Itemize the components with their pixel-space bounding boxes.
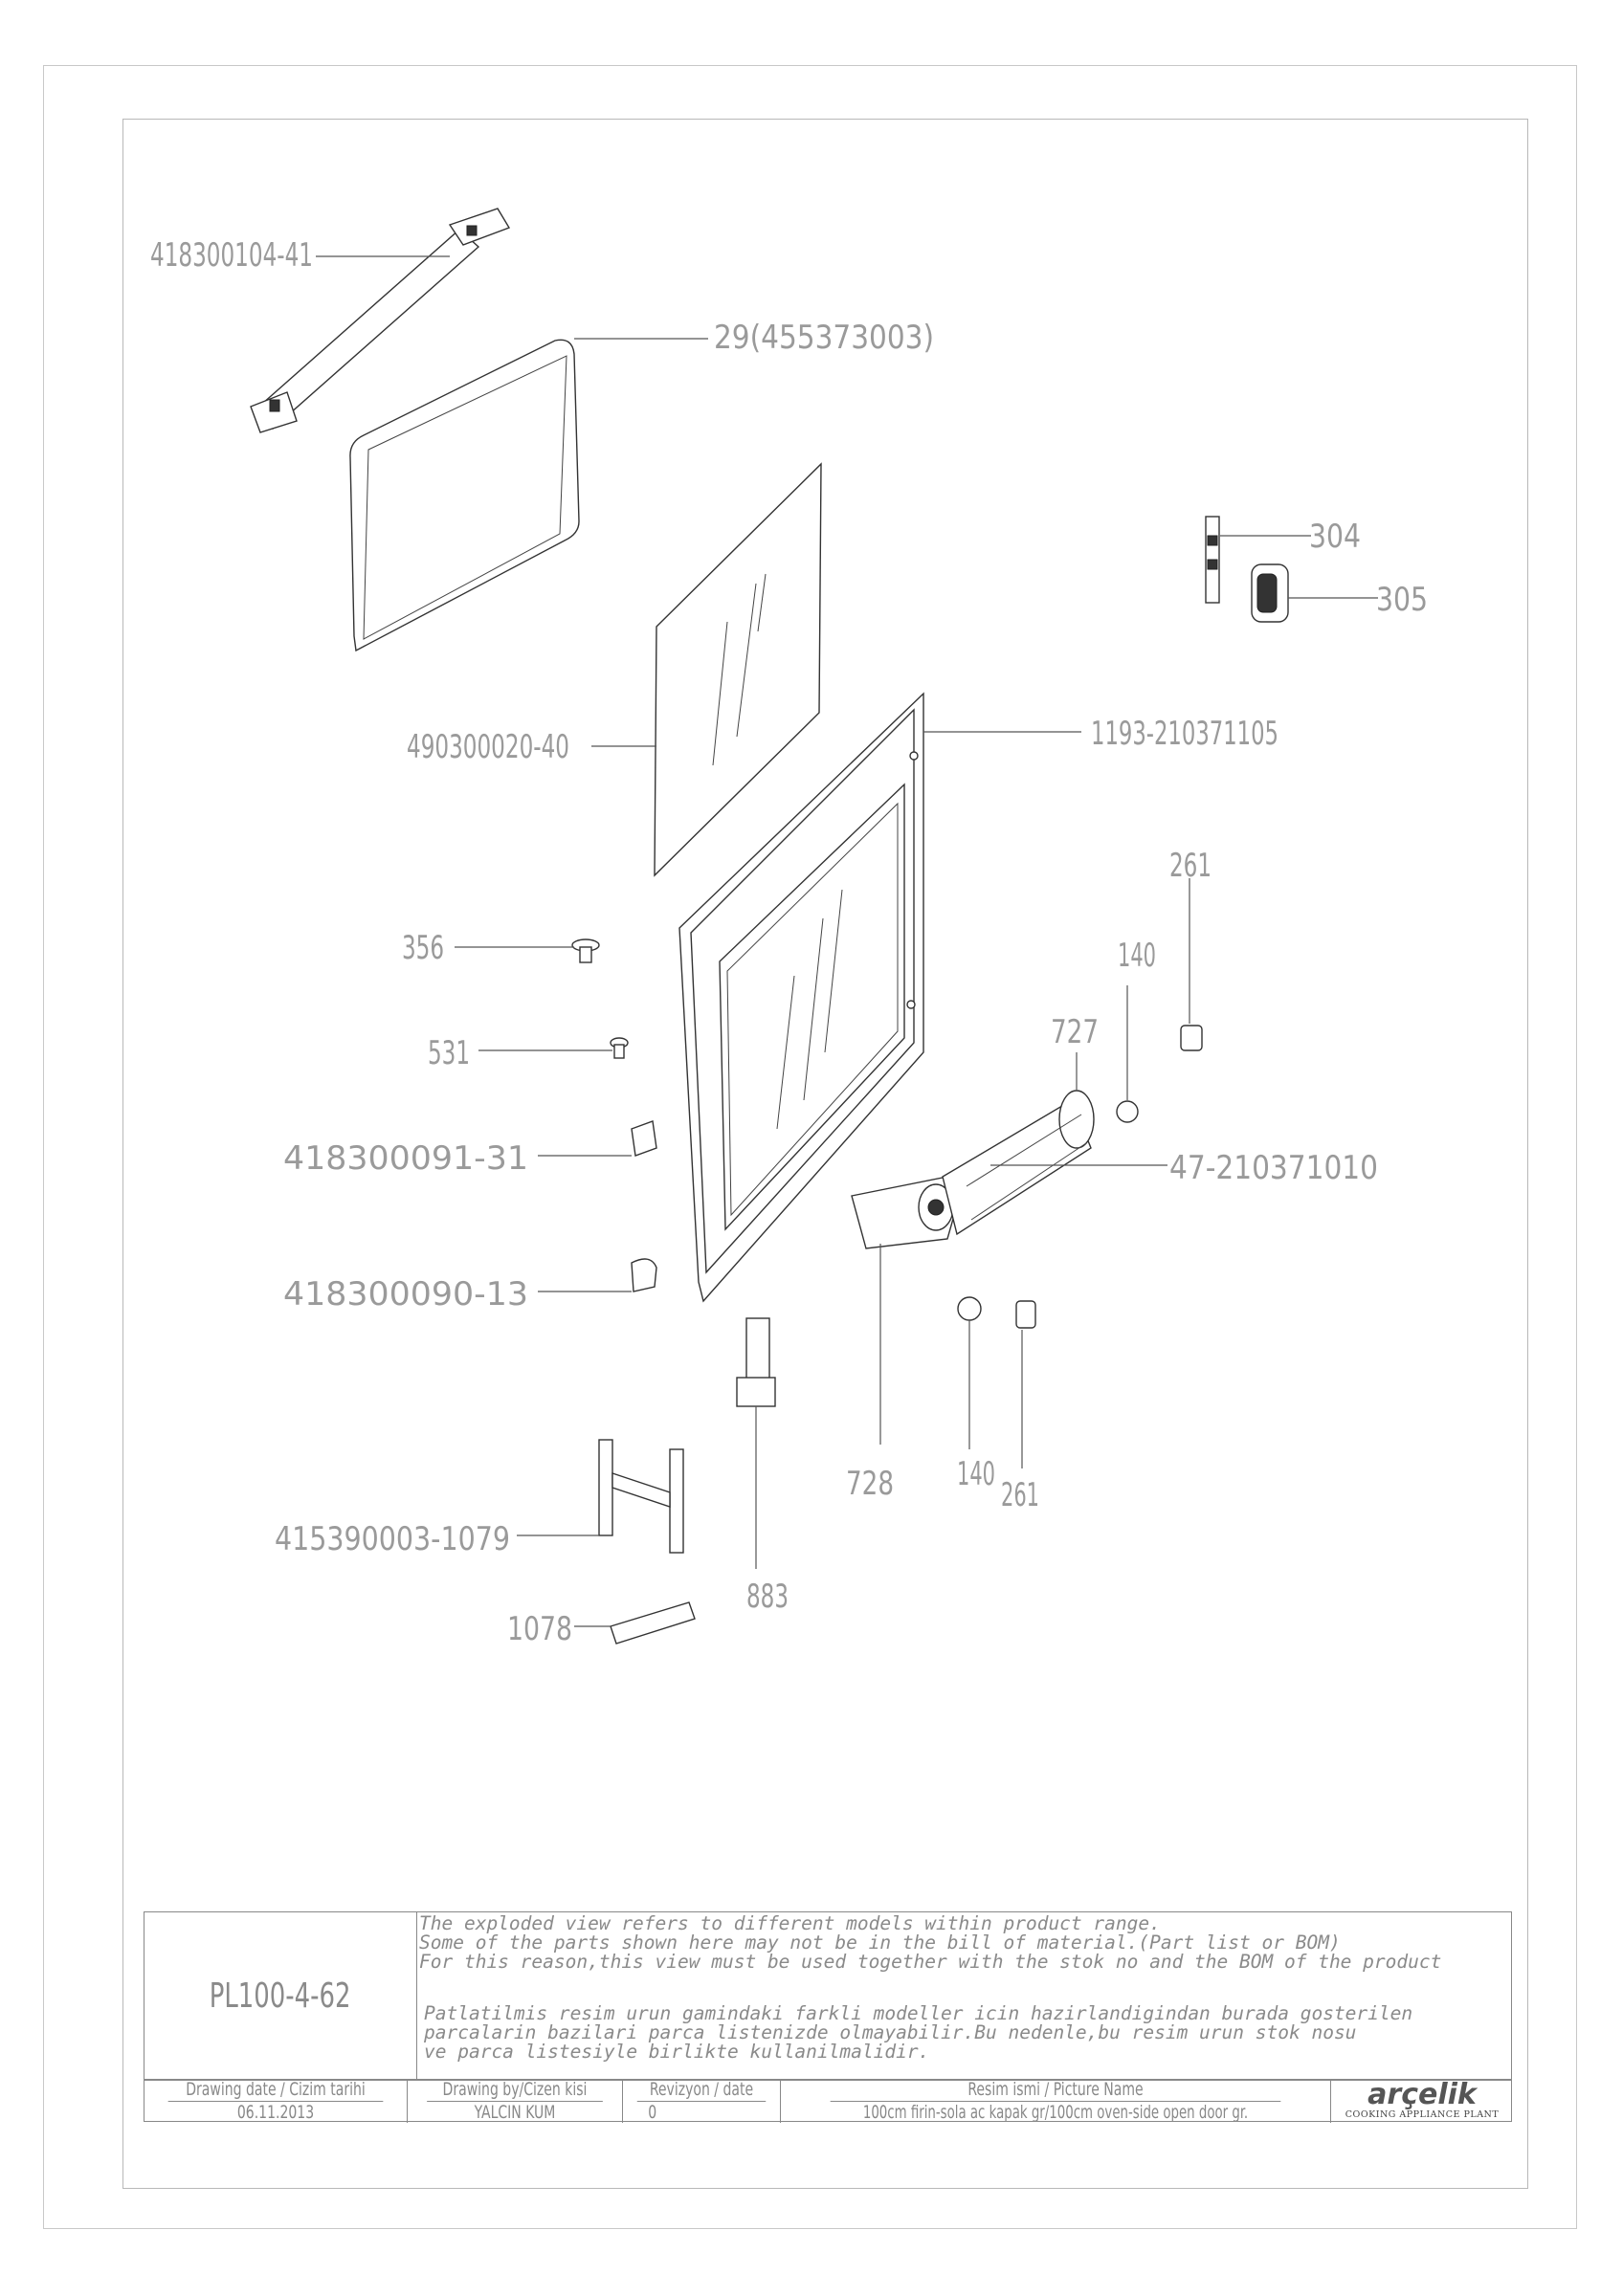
callout-883: 883 — [746, 1578, 789, 1616]
part-handle — [851, 1090, 1095, 1249]
part-305 — [1251, 563, 1289, 623]
callout-531: 531 — [428, 1034, 470, 1072]
part-418300090-13 — [631, 1258, 657, 1292]
part-261-top — [1180, 1025, 1203, 1051]
logo-brand: arçelik — [1367, 2078, 1477, 2111]
logo-subtitle: COOKING APPLIANCE PLANT — [1345, 2109, 1500, 2120]
part-140-top — [1116, 1100, 1139, 1123]
callout-728: 728 — [846, 1465, 894, 1503]
callout-304: 304 — [1309, 518, 1361, 556]
part-304 — [1205, 516, 1220, 604]
part-door-frame — [678, 692, 924, 1303]
callout-418300090-13: 418300090-13 — [283, 1275, 528, 1314]
part-glass — [654, 462, 822, 877]
part-261-bottom — [1015, 1300, 1036, 1329]
note-tr-line: parcalarin bazilari parca listenizde olm… — [424, 2021, 1357, 2043]
drawing-outer-border — [43, 65, 1577, 2229]
part-356 — [571, 938, 600, 963]
callout-261-bottom: 261 — [1001, 1476, 1039, 1514]
callout-418300091-31: 418300091-31 — [283, 1139, 528, 1178]
leader-lines — [316, 255, 1378, 1627]
part-gasket — [349, 339, 580, 652]
callout-1078: 1078 — [507, 1610, 572, 1648]
date-cell: Drawing date / Cizim tarihi 06.11.2013 — [145, 2079, 408, 2123]
callout-356: 356 — [402, 929, 444, 967]
date-header: Drawing date / Cizim tarihi — [167, 2079, 384, 2102]
drawn-by-value: YALCIN KUM — [474, 2102, 556, 2123]
part-415390003-1079 — [598, 1439, 684, 1554]
part-418300091-31 — [631, 1120, 657, 1157]
revision-header: Revizyon / date — [636, 2079, 767, 2102]
callout-261-top: 261 — [1169, 847, 1212, 885]
callout-418300104-41: 418300104-41 — [150, 236, 313, 275]
note-tr-line: ve parca listesiyle birlikte kullanilmal… — [424, 2041, 930, 2063]
note-english: The exploded view refers to different mo… — [419, 1914, 1510, 1972]
revision-value: 0 — [648, 2102, 657, 2123]
callout-29: 29(455373003) — [714, 319, 934, 357]
note-en-line: For this reason,this view must be used t… — [419, 1951, 1442, 1973]
callout-305: 305 — [1376, 581, 1428, 619]
part-531 — [610, 1037, 629, 1059]
note-en-line: Some of the parts shown here may not be … — [419, 1932, 1341, 1954]
part-883 — [736, 1317, 776, 1407]
date-value: 06.11.2013 — [236, 2102, 315, 2123]
callout-140-top: 140 — [1118, 937, 1156, 975]
drawing-inner-border — [122, 119, 1528, 2189]
drawn-by-header: Drawing by/Cizen kisi — [427, 2079, 603, 2102]
callout-labels: 418300104-41 29(455373003) 304 305 49030… — [150, 236, 1428, 1648]
picture-name-cell: Resim ismi / Picture Name 100cm firin-so… — [781, 2079, 1331, 2123]
title-block-divider — [145, 2079, 1511, 2081]
part-1078 — [610, 1601, 696, 1645]
drawing-code: PL100-4-62 — [210, 1976, 351, 2016]
callout-47-210371010: 47-210371010 — [1169, 1149, 1378, 1187]
note-en-line: The exploded view refers to different mo… — [419, 1912, 1161, 1934]
picture-name-value: 100cm firin-sola ac kapak gr/100cm oven-… — [862, 2102, 1249, 2123]
picture-name-header: Resim ismi / Picture Name — [830, 2079, 1281, 2102]
arcelik-logo: arçelik COOKING APPLIANCE PLANT — [1331, 2079, 1513, 2123]
callout-140-bottom: 140 — [957, 1455, 995, 1493]
revision-cell: Revizyon / date 0 — [623, 2079, 781, 2123]
part-140-bottom — [957, 1296, 982, 1321]
drawing-code-cell: PL100-4-62 — [145, 1912, 417, 2079]
callout-490300020-40: 490300020-40 — [407, 728, 569, 766]
callout-1193-210371105: 1193-210371105 — [1091, 715, 1278, 753]
note-tr-line: Patlatilmis resim urun gamindaki farkli … — [424, 2002, 1413, 2024]
part-rail — [250, 208, 511, 433]
title-block: PL100-4-62 The exploded view refers to d… — [144, 1911, 1515, 2123]
callout-415390003-1079: 415390003-1079 — [275, 1520, 510, 1558]
note-turkish: Patlatilmis resim urun gamindaki farkli … — [424, 2004, 1515, 2062]
drawn-by-cell: Drawing by/Cizen kisi YALCIN KUM — [408, 2079, 623, 2123]
callout-727: 727 — [1051, 1013, 1099, 1051]
